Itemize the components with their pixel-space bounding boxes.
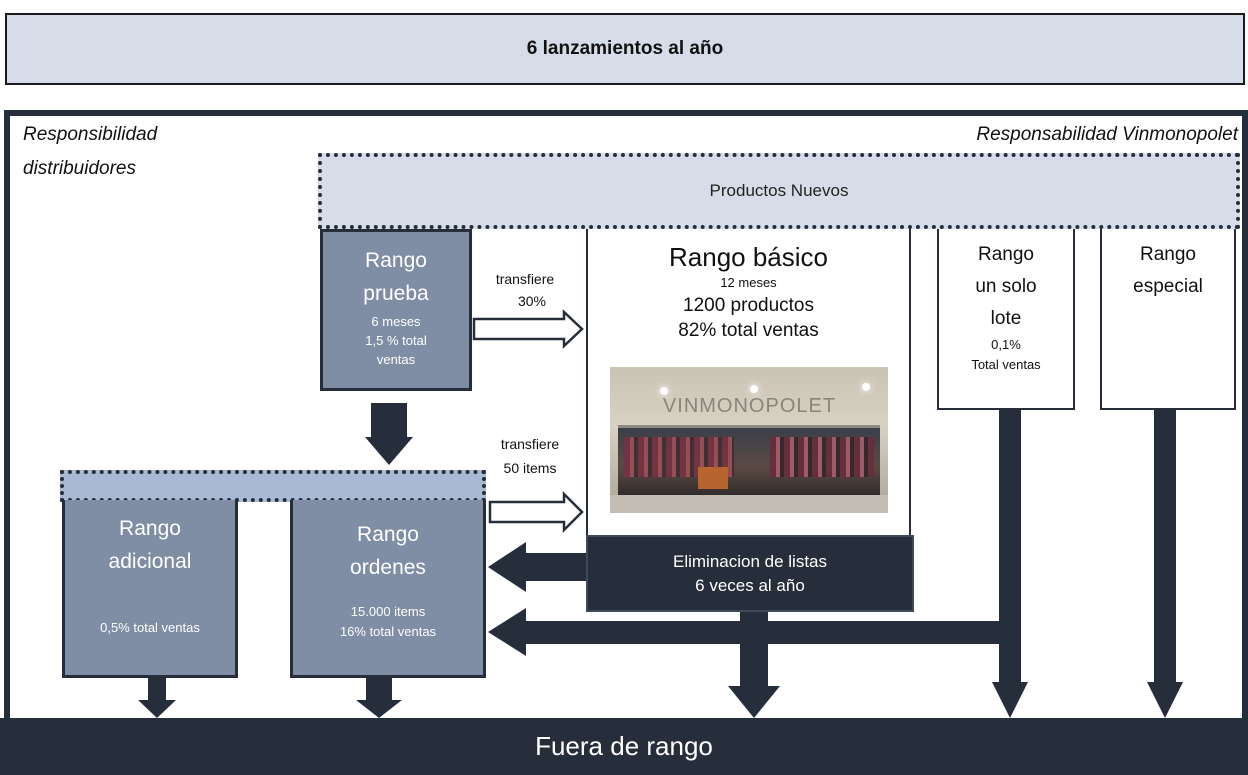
floor <box>609 495 888 513</box>
productos-nuevos-band: Productos Nuevos <box>318 153 1240 229</box>
adicional-ordenes-strip <box>60 470 486 502</box>
rango-prueba-box: Rango prueba 6 meses 1,5 % total ventas <box>320 229 472 391</box>
header-banner: 6 lanzamientos al año <box>5 13 1245 85</box>
arrow-ordenes-down <box>356 678 402 718</box>
ceiling-light <box>749 385 758 393</box>
ceiling-light <box>659 387 668 395</box>
rango-prueba-title: Rango prueba <box>363 249 429 305</box>
rango-adicional-box: Rango adicional 0,5% total ventas <box>62 500 238 678</box>
arrow-lote-down <box>992 410 1028 718</box>
transfer-mid-label: transfiere 50 items <box>500 436 560 476</box>
shelf-row <box>769 437 874 477</box>
transfer-top-label: transfiere 30% <box>495 271 555 309</box>
rango-un-solo-lote-box: Rango un solo lote 0,1% Total ventas <box>937 229 1075 410</box>
counter <box>697 467 728 489</box>
fuera-de-rango-bar: Fuera de rango <box>0 718 1248 775</box>
arrow-eliminacion-down <box>728 612 780 718</box>
rango-especial-box: Rango especial <box>1100 229 1236 410</box>
rango-basico-title: Rango básico <box>669 242 828 272</box>
rango-ordenes-box: Rango ordenes 15.000 items 16% total ven… <box>290 500 486 678</box>
arrow-especial-down <box>1147 410 1183 718</box>
store-sign: VINMONOPOLET <box>662 395 837 417</box>
resp-vinmonopolet-label: Responsabilidad Vinmonopolet <box>976 124 1238 145</box>
transfer-arrow-top <box>472 309 584 349</box>
resp-distribuidores-label: Responsibilidad distribuidores <box>23 124 158 179</box>
transfer-arrow-mid <box>488 490 584 534</box>
header-title: 6 lanzamientos al año <box>526 38 724 59</box>
fuera-de-rango-label: Fuera de rango <box>535 731 713 761</box>
eliminacion-box: Eliminacion de listas 6 veces al año <box>586 535 914 612</box>
productos-nuevos-label: Productos Nuevos <box>709 181 849 200</box>
arrow-prueba-down <box>365 403 413 465</box>
arrow-eliminacion-to-ordenes <box>488 542 586 592</box>
arrow-adicional-down <box>138 678 176 718</box>
vinmonopolet-storefront-photo: VINMONOPOLET <box>609 367 888 513</box>
ceiling-light <box>861 383 870 391</box>
main-frame <box>4 110 1248 775</box>
rango-prueba-details: 6 meses 1,5 % total ventas <box>365 314 427 367</box>
